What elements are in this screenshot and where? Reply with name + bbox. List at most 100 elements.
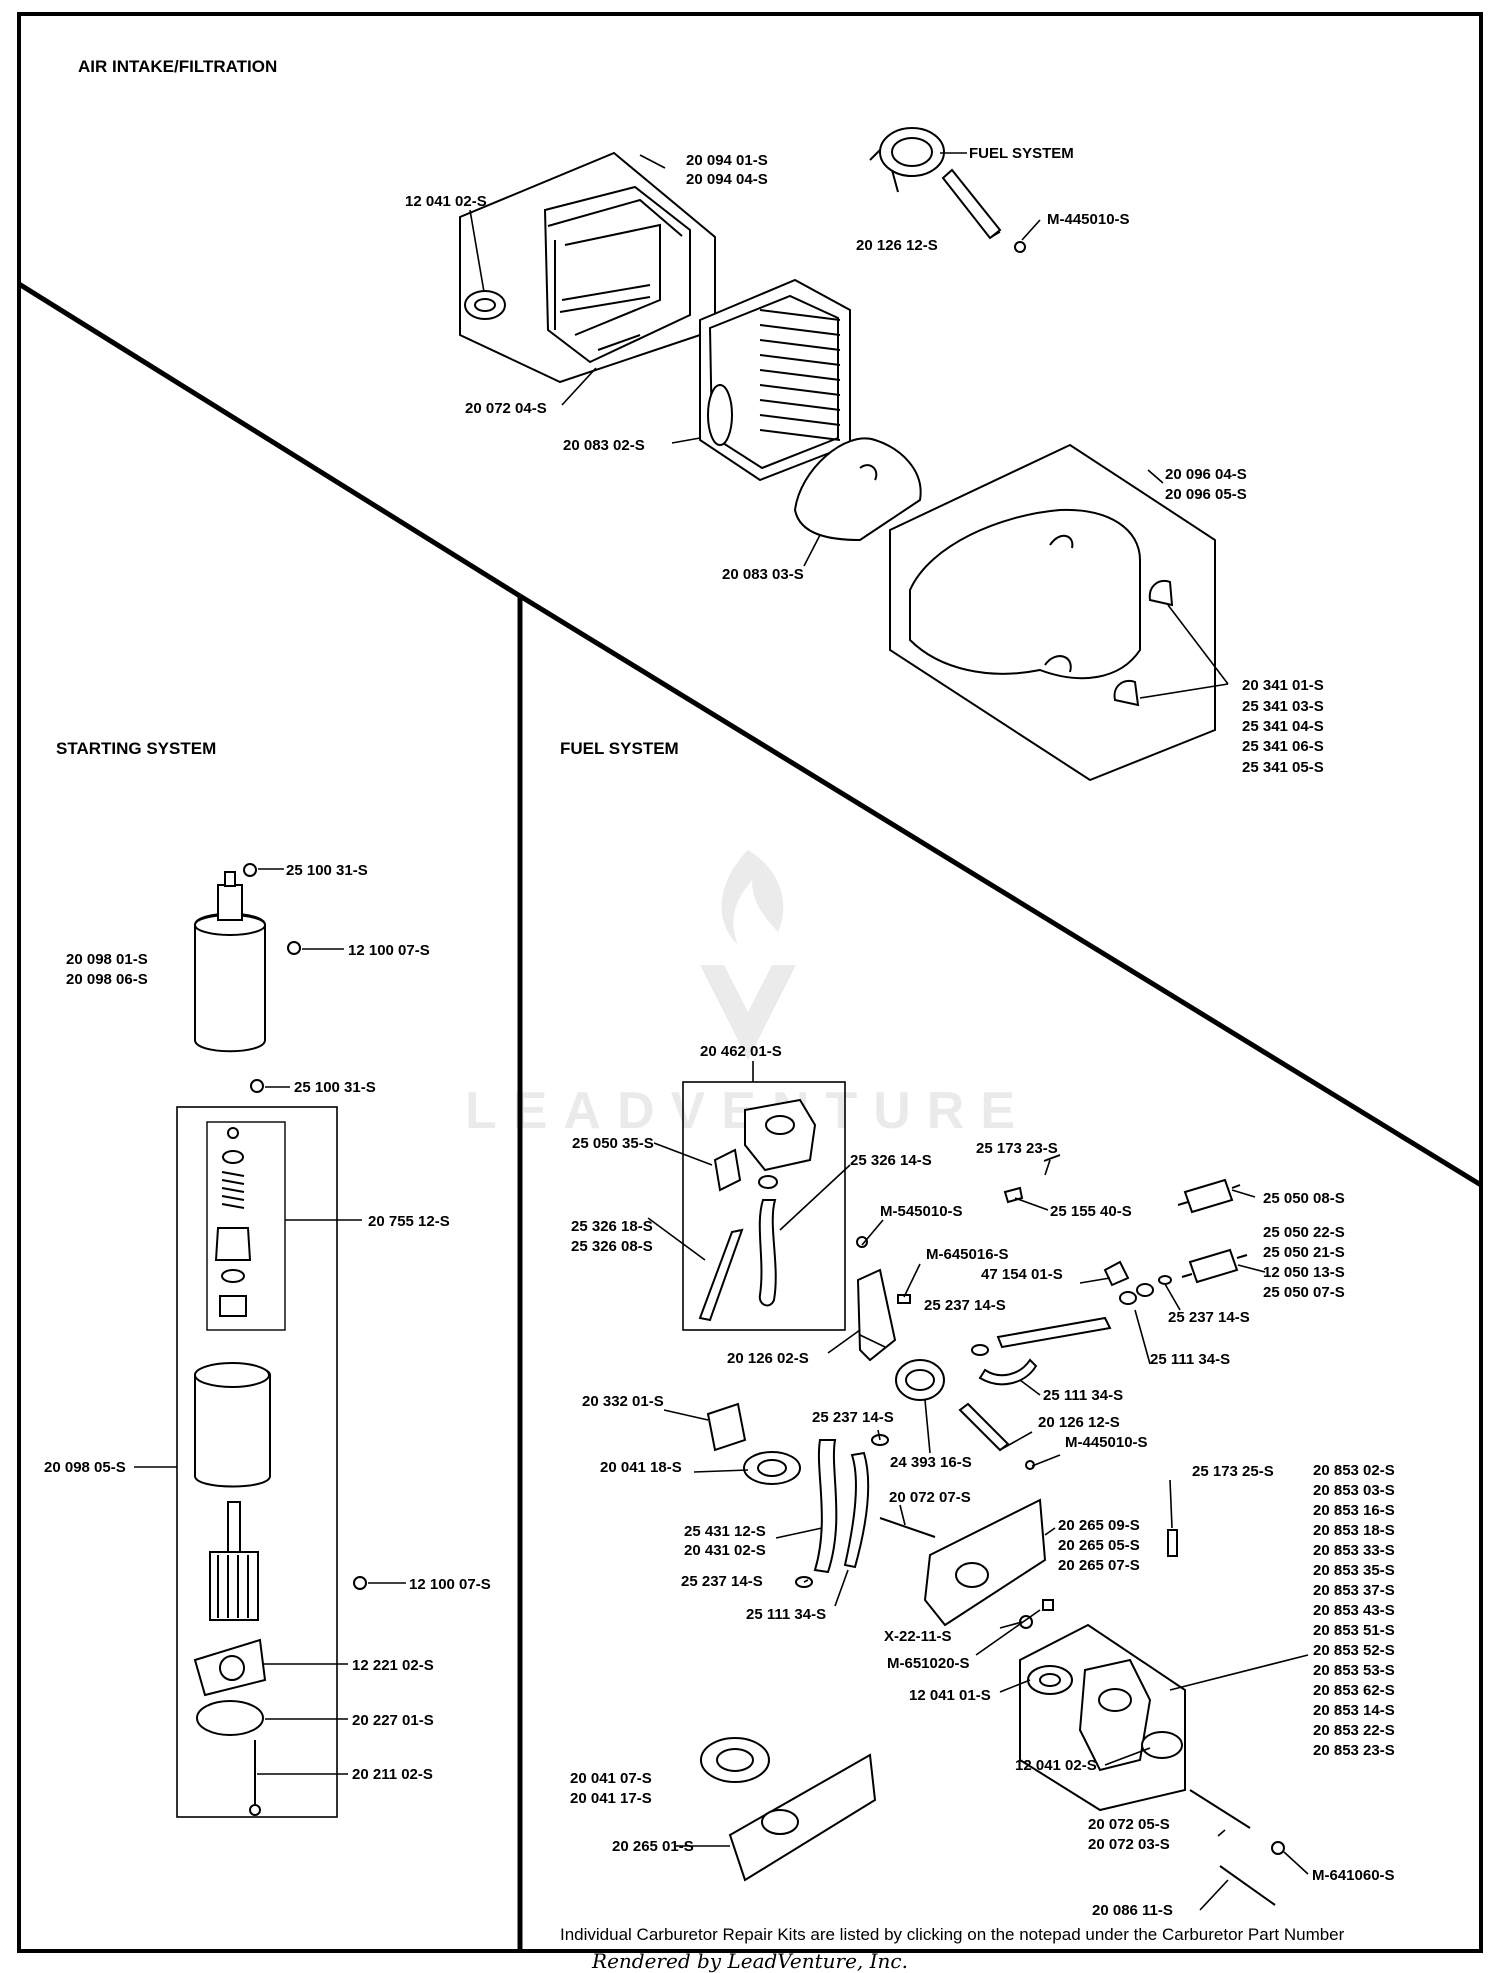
starter-nut-lower <box>353 1576 367 1590</box>
part-label: 25 431 12-S <box>684 1523 766 1540</box>
part-label: 25 050 22-S <box>1263 1224 1345 1241</box>
carburetor-part-number[interactable]: 20 853 52-S <box>1313 1642 1395 1659</box>
carburetor-part-number[interactable]: 20 853 37-S <box>1313 1582 1395 1599</box>
part-label: 20 083 03-S <box>722 566 804 583</box>
carb-bolt <box>1219 1865 1276 1906</box>
carburetor-part-number[interactable]: 20 853 51-S <box>1313 1622 1395 1639</box>
fuel-pump-bracket <box>856 1268 897 1362</box>
bracket-screw <box>856 1236 868 1248</box>
clip-pin <box>1043 1154 1061 1162</box>
filter-clamp <box>758 1175 778 1189</box>
part-label: 20 094 01-S <box>686 152 768 169</box>
part-label: 25 100 31-S <box>286 862 368 879</box>
part-label: M-645016-S <box>926 1246 1009 1263</box>
starter-frame-housing <box>194 1362 271 1488</box>
fuel-filter-kit-frame <box>682 1081 846 1331</box>
carburetor-part-number[interactable]: 20 853 18-S <box>1313 1522 1395 1539</box>
fuel-filter-base <box>744 1098 817 1172</box>
carburetor-part-number[interactable]: 20 853 62-S <box>1313 1682 1395 1699</box>
fuel-line-curved <box>758 1199 777 1307</box>
part-label: 20 431 02-S <box>684 1542 766 1559</box>
part-label: 25 050 08-S <box>1263 1190 1345 1207</box>
part-label: 20 041 18-S <box>600 1459 682 1476</box>
part-label: 20 072 04-S <box>465 400 547 417</box>
part-label: M-641060-S <box>1312 1867 1395 1884</box>
part-label: 12 050 13-S <box>1263 1264 1345 1281</box>
part-label: M-651020-S <box>887 1655 970 1672</box>
carburetor-part-number[interactable]: 20 853 33-S <box>1313 1542 1395 1559</box>
part-label: M-445010-S <box>1065 1434 1148 1451</box>
fuel-pump <box>895 1359 945 1401</box>
starter-motor <box>194 871 266 1053</box>
part-label: 20 265 07-S <box>1058 1557 1140 1574</box>
part-label: 20 265 09-S <box>1058 1517 1140 1534</box>
part-label: 25 237 14-S <box>681 1573 763 1590</box>
intake-adapter <box>728 1753 877 1882</box>
part-label: 25 050 07-S <box>1263 1284 1345 1301</box>
watermark-text: LEADVENTURE <box>465 1082 1031 1140</box>
part-label: 25 341 06-S <box>1242 738 1324 755</box>
carburetor-kit-note: Individual Carburetor Repair Kits are li… <box>560 1925 1345 1944</box>
part-label: 20 126 12-S <box>1038 1414 1120 1431</box>
hose-curved-lower <box>813 1439 838 1574</box>
starter-brush-holder <box>193 1638 267 1697</box>
inline-filter-screen <box>713 1148 742 1192</box>
fuel-pump-callout-assembly <box>869 127 1026 253</box>
part-label: 20 083 02-S <box>563 437 645 454</box>
part-label: 20 462 01-S <box>700 1043 782 1060</box>
hose-straight-lower <box>843 1451 870 1569</box>
part-label: 20 755 12-S <box>368 1213 450 1230</box>
starting-leaders <box>134 868 406 1775</box>
leadventure-watermark: LEADVENTURE <box>465 850 1031 1140</box>
part-label: 12 041 02-S <box>405 193 487 210</box>
part-label: 20 072 03-S <box>1088 1836 1170 1853</box>
part-label: 25 173 25-S <box>1192 1463 1274 1480</box>
part-label: 20 072 07-S <box>889 1489 971 1506</box>
part-label: 12 041 01-S <box>909 1687 991 1704</box>
cover-knob-lower <box>1113 680 1140 707</box>
section-title-fuel: FUEL SYSTEM <box>560 739 679 758</box>
part-label: 20 086 11-S <box>1092 1902 1173 1919</box>
starter-through-bolt <box>249 1740 261 1816</box>
carburetor-part-number[interactable]: 20 853 53-S <box>1313 1662 1395 1679</box>
carburetor-part-number[interactable]: 20 853 16-S <box>1313 1502 1395 1519</box>
part-label: 12 041 02-S <box>1015 1757 1097 1774</box>
starter-drive-kit <box>214 1127 252 1317</box>
part-label: 20 041 17-S <box>570 1790 652 1807</box>
fuel-shutoff-clamp <box>1103 1260 1130 1287</box>
part-label: M-545010-S <box>880 1203 963 1220</box>
screw-lower <box>1042 1599 1054 1611</box>
carburetor-part-number[interactable]: 20 853 03-S <box>1313 1482 1395 1499</box>
fuel-filter-a <box>1177 1178 1241 1214</box>
carburetor-part-number[interactable]: 20 853 35-S <box>1313 1562 1395 1579</box>
fuel-hose-long <box>996 1316 1112 1349</box>
starter-exploded-nut <box>250 1079 264 1093</box>
starter-exploded-frame <box>176 1106 338 1818</box>
part-label: 20 227 01-S <box>352 1712 434 1729</box>
pump-hose <box>978 1358 1038 1386</box>
carb-nut <box>1271 1841 1285 1855</box>
footer-credit: Rendered by LeadVenture, Inc. <box>591 1949 908 1973</box>
carburetor-part-number[interactable]: 20 853 22-S <box>1313 1722 1395 1739</box>
part-label: 20 126 12-S <box>856 237 938 254</box>
air-intake-leaders <box>469 152 1229 699</box>
fuel-leaders <box>647 1061 1309 1911</box>
heat-shield <box>706 1402 747 1452</box>
part-label: 25 173 23-S <box>976 1140 1058 1157</box>
part-label: 25 111 34-S <box>746 1606 826 1623</box>
part-label: 24 393 16-S <box>890 1454 972 1471</box>
part-label: 25 341 05-S <box>1242 759 1324 776</box>
air-filter-element <box>699 278 851 482</box>
carburetor-part-number[interactable]: 20 853 43-S <box>1313 1602 1395 1619</box>
part-label: 25 050 35-S <box>572 1135 654 1152</box>
part-label: 20 098 05-S <box>44 1459 126 1476</box>
part-label: 25 237 14-S <box>1168 1309 1250 1326</box>
part-label: 20 096 04-S <box>1165 466 1247 483</box>
carburetor-part-number[interactable]: 20 853 14-S <box>1313 1702 1395 1719</box>
part-label: 25 237 14-S <box>924 1297 1006 1314</box>
cover-knob-upper <box>1148 580 1174 607</box>
carburetor-part-number[interactable]: 20 853 23-S <box>1313 1742 1395 1759</box>
carburetor-part-number[interactable]: 20 853 02-S <box>1313 1462 1395 1479</box>
part-label: 25 326 08-S <box>571 1238 653 1255</box>
